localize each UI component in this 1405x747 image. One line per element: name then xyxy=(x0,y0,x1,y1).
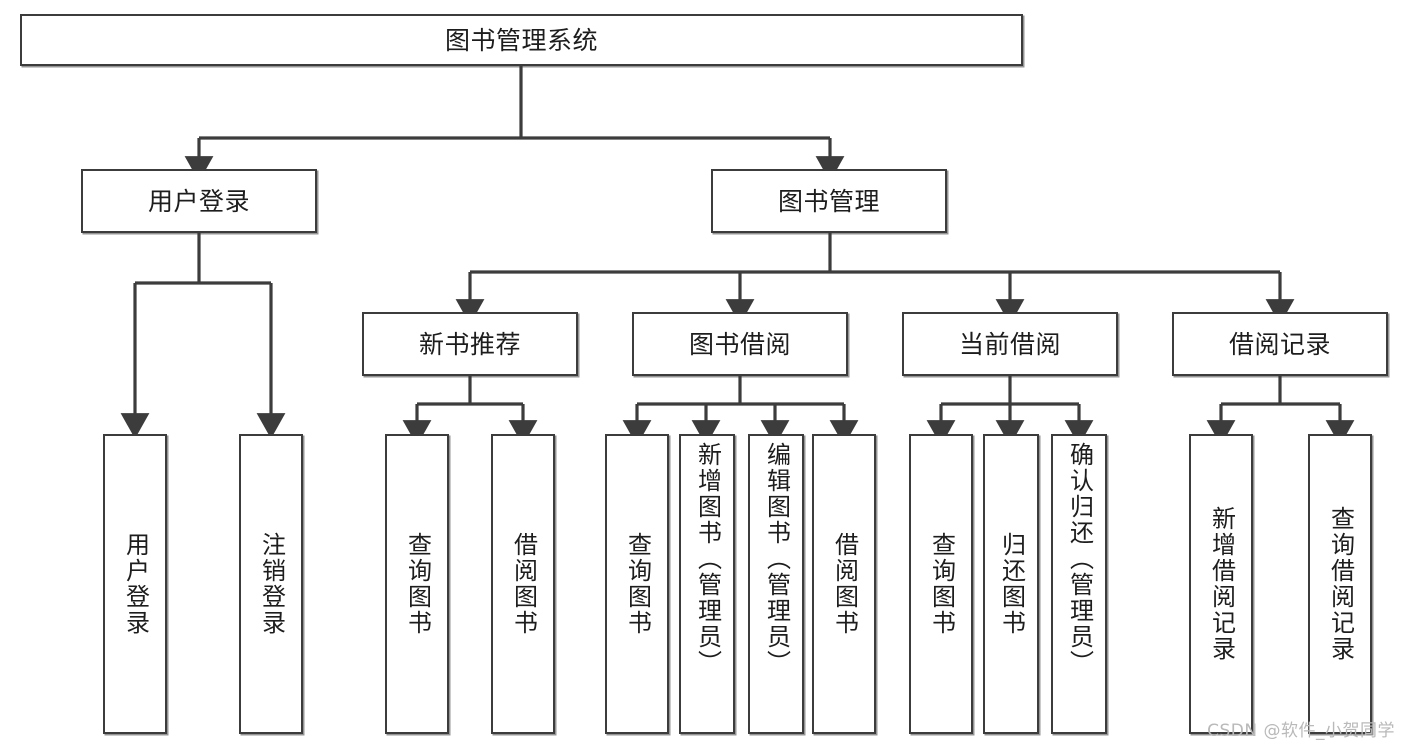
node-label: 图书管理系统 xyxy=(444,25,598,55)
node-new-book-recommend[interactable]: 新书推荐 xyxy=(362,312,578,376)
node-borrow-record[interactable]: 借阅记录 xyxy=(1172,312,1388,376)
node-label: 用户登录 xyxy=(147,186,250,216)
node-label: 编辑图书（管理员） xyxy=(762,442,791,676)
node-root-book-management-system[interactable]: 图书管理系统 xyxy=(20,14,1023,66)
node-label: 查询借阅记录 xyxy=(1326,506,1355,662)
leaf-current-borrow-confirm-return-admin[interactable]: 确认归还（管理员） xyxy=(1051,434,1107,734)
node-label: 注销登录 xyxy=(257,532,286,636)
node-current-borrow[interactable]: 当前借阅 xyxy=(902,312,1118,376)
csdn-watermark: CSDN @软件_小贺同学 xyxy=(1207,721,1395,741)
node-label: 新书推荐 xyxy=(418,329,521,359)
node-label: 当前借阅 xyxy=(958,329,1061,359)
leaf-new-book-borrow-books[interactable]: 借阅图书 xyxy=(491,434,555,734)
leaf-new-book-query-books[interactable]: 查询图书 xyxy=(385,434,449,734)
leaf-book-borrow-add-book-admin[interactable]: 新增图书（管理员） xyxy=(679,434,735,734)
node-label: 用户登录 xyxy=(121,532,150,636)
node-user-login[interactable]: 用户登录 xyxy=(81,169,317,233)
leaf-borrow-record-query-record[interactable]: 查询借阅记录 xyxy=(1308,434,1372,734)
node-label: 借阅图书 xyxy=(509,532,538,636)
leaf-user-login-logout[interactable]: 注销登录 xyxy=(239,434,303,734)
leaf-borrow-record-add-record[interactable]: 新增借阅记录 xyxy=(1189,434,1253,734)
node-label: 查询图书 xyxy=(403,532,432,636)
node-label: 查询图书 xyxy=(623,532,652,636)
node-label: 借阅记录 xyxy=(1228,329,1331,359)
node-label: 归还图书 xyxy=(997,532,1026,636)
node-label: 图书借阅 xyxy=(688,329,791,359)
node-label: 借阅图书 xyxy=(830,532,859,636)
node-label: 确认归还（管理员） xyxy=(1065,442,1094,676)
leaf-current-borrow-query-books[interactable]: 查询图书 xyxy=(909,434,973,734)
leaf-user-login-login[interactable]: 用户登录 xyxy=(103,434,167,734)
leaf-book-borrow-borrow-books[interactable]: 借阅图书 xyxy=(812,434,876,734)
node-label: 图书管理 xyxy=(777,186,880,216)
node-label: 新增借阅记录 xyxy=(1207,506,1236,662)
node-label: 查询图书 xyxy=(927,532,956,636)
leaf-book-borrow-edit-book-admin[interactable]: 编辑图书（管理员） xyxy=(748,434,804,734)
node-book-borrow[interactable]: 图书借阅 xyxy=(632,312,848,376)
node-label: 新增图书（管理员） xyxy=(693,442,722,676)
node-book-management[interactable]: 图书管理 xyxy=(711,169,947,233)
leaf-current-borrow-return-books[interactable]: 归还图书 xyxy=(983,434,1039,734)
leaf-book-borrow-query-books[interactable]: 查询图书 xyxy=(605,434,669,734)
